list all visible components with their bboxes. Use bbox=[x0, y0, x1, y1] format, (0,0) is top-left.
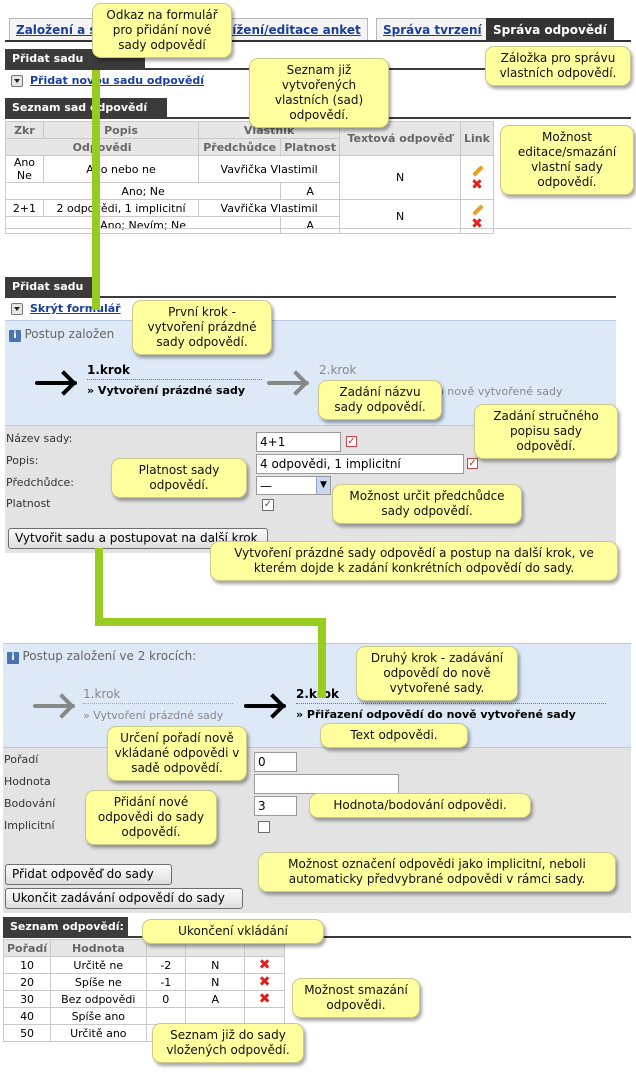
tab-sprava-odpovedi[interactable]: Správa odpovědí bbox=[486, 18, 614, 40]
col-predchudce: Předchůdce bbox=[198, 138, 282, 156]
callout-step1: První krok - vytvoření prázdné sady odpo… bbox=[132, 300, 272, 355]
delete-icon[interactable]: ✖ bbox=[258, 973, 271, 990]
delete-icon[interactable]: ✖ bbox=[258, 990, 271, 1007]
step-1: 1.krok » Vytvoření prázdné sady bbox=[87, 363, 262, 397]
callout-step2: Druhý krok - zadávání odpovědí do nově v… bbox=[356, 646, 518, 701]
connector-line bbox=[92, 70, 100, 310]
section-title: Seznam sad odpovědí bbox=[5, 98, 167, 117]
collapse-icon[interactable] bbox=[11, 303, 23, 315]
hide-form-link[interactable]: Skrýt formulář bbox=[30, 302, 121, 315]
callout-predecessor: Možnost určit předchůdce sady odpovědí. bbox=[332, 484, 522, 524]
col-popis: Popis bbox=[42, 121, 200, 139]
callout-add-answer: Přidání nové odpovědi do sady odpovědí. bbox=[85, 790, 217, 845]
table-row: Ano; Ne A bbox=[4, 182, 494, 200]
answer-value-input[interactable] bbox=[254, 774, 399, 794]
tab-editace-anket[interactable]: alížení/editace anket bbox=[213, 18, 368, 40]
table-row: 2+1 2 odpovědi, 1 implicitní Vavřička Vl… bbox=[5, 199, 494, 234]
steps-info-panel-2: i Postup založení ve 2 krocích: 1.krok »… bbox=[3, 643, 631, 748]
tab-sprava-tvrzeni[interactable]: Správa tvrzení bbox=[376, 18, 489, 40]
callout-tab: Záložka pro správu vlastních odpovědí. bbox=[485, 46, 631, 86]
col-link: Link bbox=[460, 121, 494, 156]
create-set-button[interactable]: Vytvořit sadu a postupovat na další krok bbox=[8, 528, 268, 549]
set-name-input[interactable]: 4+1 bbox=[256, 432, 341, 452]
delete-icon[interactable]: ✖ bbox=[471, 216, 483, 232]
callout-set-list: Seznam již vytvořených vlastních (sad) o… bbox=[249, 58, 389, 128]
edit-icon[interactable] bbox=[470, 164, 484, 176]
callout-score: Hodnota/bodování odpovědi. bbox=[309, 793, 531, 818]
add-set-row: Přidat novou sadu odpovědí bbox=[5, 70, 631, 92]
section-title: Přidat sadu bbox=[5, 277, 93, 296]
callout-finish: Ukončení vkládání bbox=[142, 919, 324, 944]
table-row: Ano Ne Ano nebo ne Vavřička Vlastimil N … bbox=[5, 155, 494, 200]
callout-order: Určení pořadí nově vkládané odpovědi v s… bbox=[107, 726, 247, 781]
connector-line bbox=[95, 548, 103, 626]
implicit-checkbox[interactable] bbox=[258, 821, 270, 833]
callout-delete-answer: Možnost smazání odpovědi. bbox=[292, 978, 420, 1018]
connector-line bbox=[318, 618, 326, 698]
table-row: 20 Spíše ne -1 N ✖ bbox=[2, 973, 285, 991]
callout-validity: Platnost sady odpovědí. bbox=[111, 458, 247, 498]
callout-set-name: Zadání názvu sady odpovědí. bbox=[318, 380, 442, 420]
table-row: 30 Bez odpovědi 0 A ✖ bbox=[2, 990, 285, 1008]
callout-edit-delete: Možnost editace/smazání vlastní sady odp… bbox=[500, 125, 634, 195]
callout-create-set: Vytvoření prázdné sady odpovědí a postup… bbox=[210, 541, 618, 581]
table-row: 10 Určitě ne -2 N ✖ bbox=[2, 956, 285, 974]
score-input[interactable]: 3 bbox=[254, 796, 297, 816]
section-add-set-form: Přidat sadu Skrýt formulář bbox=[5, 277, 616, 320]
chevron-down-icon[interactable]: ▼ bbox=[316, 477, 330, 494]
table-row: 40 Spíše ano bbox=[2, 1007, 285, 1025]
tab-bar: Založení a s alížení/editace anket Správ… bbox=[5, 18, 631, 42]
steps-info-text: Postup založení ve 2 krocích: bbox=[22, 649, 197, 663]
arrow-right-icon bbox=[33, 704, 75, 708]
step-1: 1.krok » Vytvoření prázdné sady bbox=[83, 687, 233, 722]
set-description-input[interactable]: 4 odpovědi, 1 implicitní bbox=[256, 454, 464, 474]
order-input[interactable]: 0 bbox=[254, 752, 297, 772]
callout-answer-text: Text odpovědi. bbox=[320, 723, 468, 748]
col-platnost: Platnost bbox=[280, 138, 341, 156]
delete-icon[interactable]: ✖ bbox=[471, 177, 483, 193]
callout-add-link: Odkaz na formulář pro přidání nové sady … bbox=[92, 3, 232, 58]
tab-zalozeni[interactable]: Založení a s bbox=[9, 18, 104, 40]
edit-icon[interactable] bbox=[470, 203, 484, 215]
callout-answer-list: Seznam již do sady vložených odpovědí. bbox=[152, 1023, 304, 1063]
required-icon: ✓ bbox=[346, 436, 357, 447]
col-zkr: Zkr bbox=[5, 121, 44, 139]
add-new-set-link[interactable]: Přidat novou sadu odpovědí bbox=[30, 74, 205, 87]
callout-set-desc: Zadání stručného popisu sady odpovědí. bbox=[474, 404, 618, 459]
section-title: Seznam odpovědí: bbox=[3, 917, 128, 936]
steps-info-text: Postup založen bbox=[24, 327, 115, 341]
finish-answers-button[interactable]: Ukončit zadávání odpovědí do sady bbox=[5, 888, 243, 909]
arrow-right-icon bbox=[35, 381, 77, 385]
arrow-right-icon bbox=[244, 704, 286, 708]
step-2: 2.krok o nově vytvořené sady bbox=[319, 363, 563, 398]
table-row: Ano; Nevím; Ne A bbox=[4, 216, 494, 234]
expand-icon[interactable] bbox=[11, 75, 23, 87]
arrow-right-icon bbox=[267, 381, 309, 385]
add-answer-button[interactable]: Přidat odpověď do sady bbox=[5, 864, 172, 885]
validity-checkbox[interactable]: ✓ bbox=[262, 499, 274, 511]
sets-table: Zkr Popis Vlastník Textová odpověď Link … bbox=[4, 121, 494, 234]
delete-icon[interactable]: ✖ bbox=[258, 956, 271, 973]
info-icon: i bbox=[7, 652, 19, 664]
step-2: 2.krok » Přiřazení odpovědí do nově vytv… bbox=[296, 687, 606, 721]
callout-implicit: Možnost označení odpovědi jako implicitn… bbox=[258, 852, 616, 892]
col-odpovedi: Odpovědi bbox=[4, 138, 200, 156]
info-icon: i bbox=[9, 330, 21, 342]
predecessor-select[interactable]: — ▼ bbox=[256, 476, 331, 495]
required-icon: ✓ bbox=[467, 458, 478, 469]
connector-line bbox=[95, 618, 326, 626]
